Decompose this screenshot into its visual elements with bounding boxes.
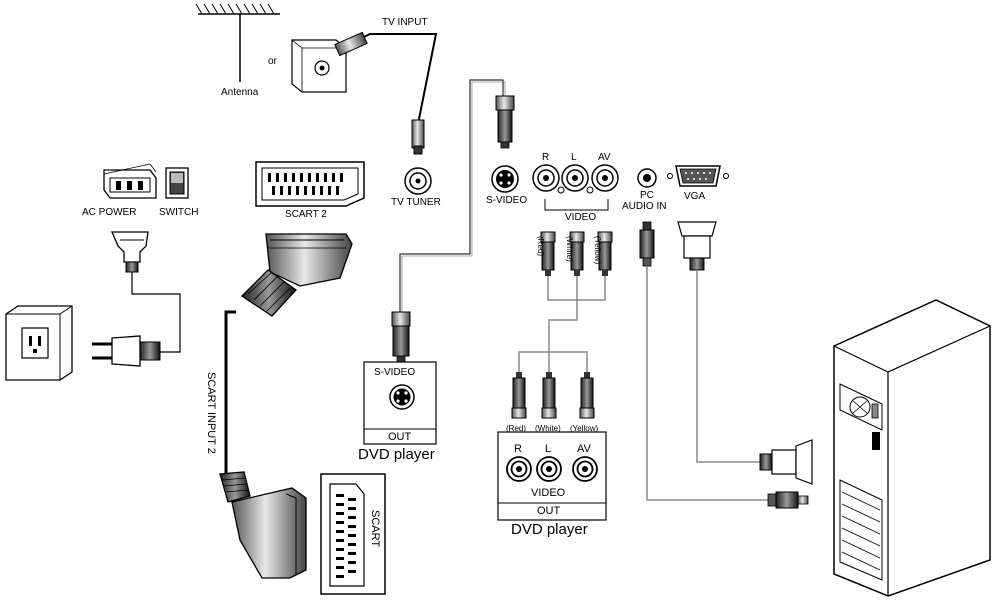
pc-audio-cable	[639, 221, 809, 509]
antenna-icon	[195, 3, 280, 82]
scart2-label: SCART 2	[285, 209, 327, 220]
antenna-label: Antenna	[221, 87, 259, 98]
s-video-cable	[399, 79, 506, 312]
rca-plug-red-top	[540, 231, 556, 276]
yellow-label: (Yellow)	[593, 236, 602, 265]
dvd2-white-label: (White)	[535, 424, 561, 433]
s-video-plug-bottom	[391, 311, 411, 363]
rca-plug-yellow-bottom	[579, 372, 595, 419]
rca-plug-white-top	[569, 231, 585, 276]
ac-power-socket-icon	[103, 163, 157, 199]
ac-power-label: AC POWER	[82, 207, 137, 218]
dvd-player-rca-box	[497, 431, 607, 521]
dvd1-out-label: OUT	[388, 431, 412, 443]
dvd2-av-label: AV	[577, 443, 591, 455]
red-label: (Red)	[536, 236, 545, 257]
video-bracket	[544, 199, 609, 211]
dvd2-name-label: DVD player	[511, 521, 588, 538]
pc-tower-icon	[833, 299, 991, 597]
pc-label: PC	[640, 190, 654, 201]
switch-label: SWITCH	[159, 207, 199, 218]
rca-plug-white-bottom	[541, 372, 557, 419]
tv-tuner-jack-icon	[404, 167, 432, 195]
vga-port-icon	[667, 165, 729, 187]
scart2-socket-icon	[255, 161, 365, 207]
r-label: R	[542, 152, 550, 163]
dvd2-l-label: L	[545, 443, 552, 455]
dvd-player-svideo-box	[363, 361, 437, 445]
scart-label: SCART	[369, 510, 381, 548]
video-panel-label: VIDEO	[565, 212, 597, 223]
rca-cable-lines	[518, 276, 606, 372]
rca-plug-red-bottom	[511, 372, 527, 419]
rca-plug-yellow-top	[597, 231, 613, 276]
audio-in-label: AUDIO IN	[622, 201, 667, 212]
vga-cable	[677, 221, 813, 485]
tv-input-label: TV INPUT	[382, 17, 428, 28]
dvd1-svideo-label: S-VIDEO	[374, 367, 416, 378]
white-label: (White)	[565, 236, 574, 262]
dvd2-red-label: (Red)	[506, 424, 527, 433]
av-label: AV	[598, 152, 611, 163]
dvd2-video-label: VIDEO	[531, 487, 566, 499]
rca-jack-r-icon	[532, 164, 565, 194]
tv-tuner-label: TV TUNER	[391, 197, 441, 208]
l-label: L	[571, 152, 577, 163]
s-video-jack-icon	[491, 165, 519, 193]
wall-outlet-icon	[5, 305, 73, 381]
wall-antenna-socket-icon	[291, 39, 347, 93]
dvd1-name-label: DVD player	[358, 446, 435, 463]
rca-jack-av-icon	[591, 164, 619, 192]
tv-input-cable	[334, 31, 438, 155]
rca-jack-l-icon	[561, 164, 594, 194]
dvd2-r-label: R	[514, 443, 522, 455]
dvd2-yellow-label: (Yellow)	[570, 424, 599, 433]
dvd2-out-label: OUT	[537, 505, 561, 517]
power-cable	[92, 231, 181, 367]
pc-audio-jack-icon	[637, 168, 657, 188]
s-video-plug-top	[495, 95, 515, 149]
scart-cable	[219, 233, 353, 579]
s-video-panel-label: S-VIDEO	[486, 195, 528, 206]
power-switch-icon	[165, 167, 189, 199]
scart-input2-label: SCART INPUT 2	[205, 372, 217, 454]
vga-label: VGA	[684, 191, 706, 202]
or-label: or	[268, 56, 277, 67]
scart-socket-icon	[320, 473, 386, 595]
